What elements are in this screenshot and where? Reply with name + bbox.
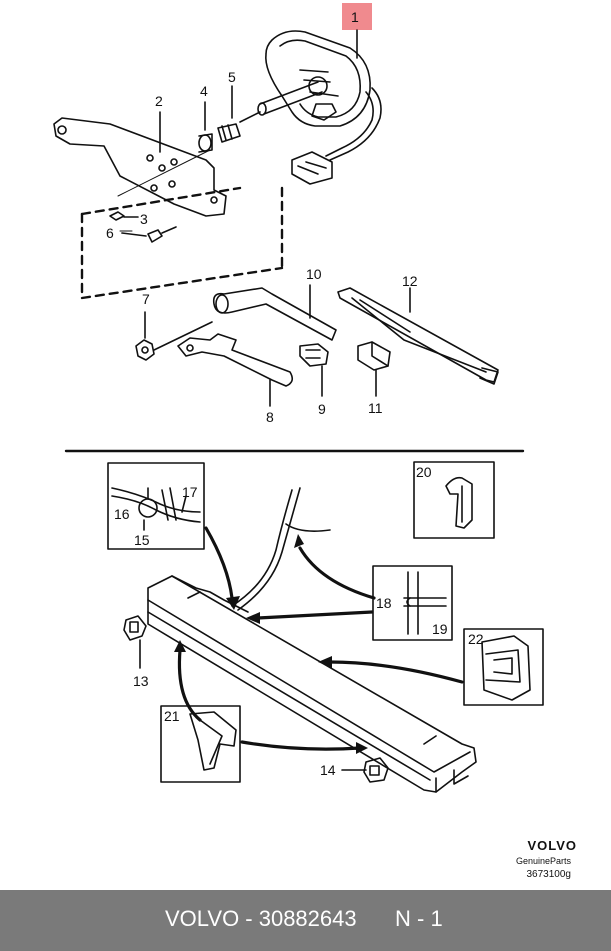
bushing-part-4 xyxy=(198,101,213,153)
link-rod-part-8 xyxy=(177,333,294,407)
highlight-box xyxy=(342,3,372,30)
callout-5: 5 xyxy=(228,69,236,85)
callout-10: 10 xyxy=(306,266,322,282)
callout-9: 9 xyxy=(318,401,326,417)
part-number-text: VOLVO - 30882643 xyxy=(165,906,357,931)
callout-8: 8 xyxy=(266,409,274,425)
diagram-code: 3673100g xyxy=(526,869,572,880)
detail-box-21 xyxy=(160,705,241,783)
callout-4: 4 xyxy=(200,83,208,99)
callout-14: 14 xyxy=(320,762,336,778)
cover-part-11 xyxy=(357,341,391,397)
nut-part-7 xyxy=(135,311,213,361)
callout-16: 16 xyxy=(114,506,130,522)
detail-box-15-16-17 xyxy=(107,462,205,550)
callout-15: 15 xyxy=(134,532,150,548)
clip-part-3 xyxy=(109,211,139,221)
wire-harness xyxy=(231,487,331,611)
clip-part-14 xyxy=(341,757,389,783)
screw-part-6 xyxy=(121,226,177,243)
callout-7: 7 xyxy=(142,291,150,307)
callout-12: 12 xyxy=(402,273,418,289)
callout-11: 11 xyxy=(368,400,383,416)
part-number-footer: VOLVO - 30882643 N - 1 xyxy=(0,890,611,951)
detail-box-18-19 xyxy=(372,565,453,641)
callout-21: 21 xyxy=(164,708,180,724)
wiper-motor-part-1 xyxy=(257,3,382,185)
detail-box-20 xyxy=(413,461,495,539)
callout-3: 3 xyxy=(140,211,148,227)
callout-1: 1 xyxy=(351,9,359,25)
callout-6: 6 xyxy=(106,225,114,241)
callout-20: 20 xyxy=(416,464,432,480)
callout-22: 22 xyxy=(468,631,484,647)
callout-19: 19 xyxy=(432,621,448,637)
brand-tagline: GenuineParts xyxy=(515,856,571,866)
detail-box-22 xyxy=(463,628,544,706)
parts-diagram: 1 2 3 4 5 6 7 8 9 10 11 12 13 14 15 16 1… xyxy=(53,3,544,793)
cowl-rail xyxy=(147,575,477,793)
bracket-part-2 xyxy=(53,111,227,217)
exploded-view-dashed-box xyxy=(80,186,284,300)
wiper-arm-part-12 xyxy=(337,287,499,385)
clip-part-13 xyxy=(123,615,147,669)
callout-labels: 1 2 3 4 5 6 7 8 9 10 11 12 13 14 15 16 1… xyxy=(106,9,484,778)
nut-part-5 xyxy=(217,85,261,143)
pointer-arrows xyxy=(177,526,464,751)
clip-part-9 xyxy=(299,343,329,397)
callout-18: 18 xyxy=(376,595,392,611)
callout-17: 17 xyxy=(182,484,198,500)
brand-logo: VOLVO xyxy=(527,838,577,853)
quantity-text: N - 1 xyxy=(395,906,443,931)
callout-2: 2 xyxy=(155,93,163,109)
crank-arm-part-10 xyxy=(212,284,337,341)
callout-13: 13 xyxy=(133,673,149,689)
